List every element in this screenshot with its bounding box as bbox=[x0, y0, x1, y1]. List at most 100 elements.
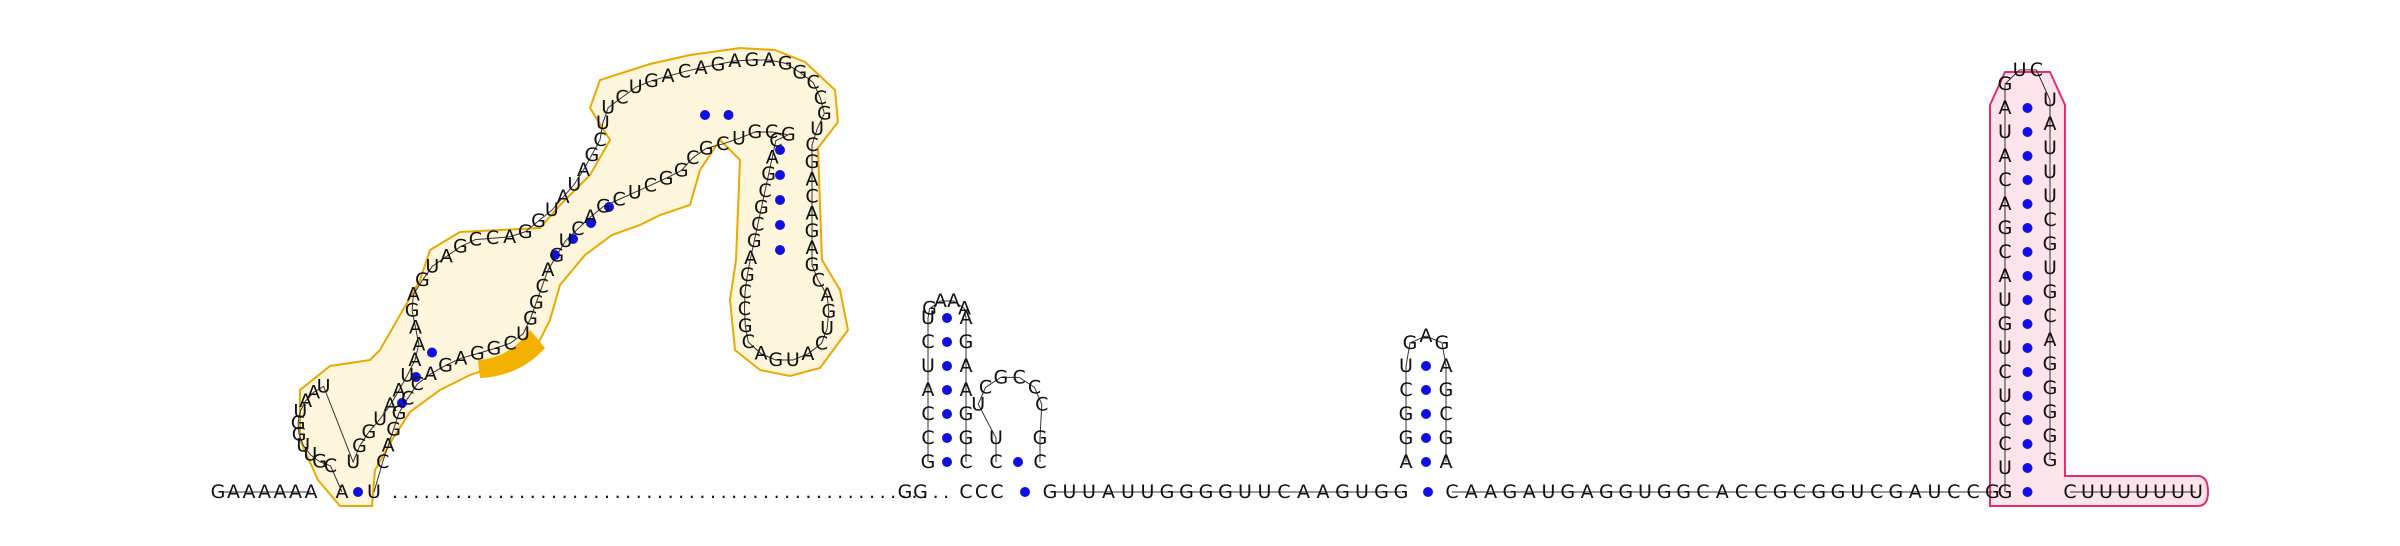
base-pair-dot bbox=[2022, 319, 2033, 329]
nucleotide-u: U bbox=[971, 393, 985, 415]
nucleotide-u: U bbox=[317, 375, 331, 397]
nucleotide-c: C bbox=[1998, 433, 2011, 455]
nucleotide-u: U bbox=[989, 427, 1003, 449]
nucleotide-u: U bbox=[732, 127, 746, 149]
nucleotide-g: G bbox=[405, 300, 420, 322]
nucleotide-g: G bbox=[740, 264, 755, 286]
nucleotide-.: . bbox=[933, 481, 939, 503]
nucleotide-g: G bbox=[2043, 233, 2058, 255]
nucleotide-c: C bbox=[2030, 59, 2043, 81]
nucleotide-g: G bbox=[754, 197, 769, 219]
nucleotide-.: . bbox=[827, 481, 833, 503]
nucleotide-a: A bbox=[1400, 451, 1413, 473]
nucleotide-g: G bbox=[738, 315, 753, 337]
nucleotide-a: A bbox=[1999, 97, 2012, 119]
nucleotide-c: C bbox=[738, 281, 751, 303]
nucleotide-g: G bbox=[711, 53, 726, 75]
nucleotide-.: . bbox=[890, 481, 896, 503]
nucleotide-u: U bbox=[628, 181, 642, 203]
nucleotide-u: U bbox=[1542, 481, 1556, 503]
nucleotide-u: U bbox=[921, 355, 935, 377]
nucleotide-a: A bbox=[1999, 145, 2012, 167]
hairpin1-backbone bbox=[927, 300, 967, 462]
nucleotide-c: C bbox=[1735, 481, 1748, 503]
nucleotide-.: . bbox=[731, 481, 737, 503]
base-pair-dot bbox=[775, 245, 785, 255]
nucleotide-a: A bbox=[821, 284, 834, 306]
nucleotide-g: G bbox=[1560, 481, 1575, 503]
nucleotide-c: C bbox=[1028, 376, 1041, 398]
nucleotide-g: G bbox=[821, 301, 836, 323]
nucleotide-u: U bbox=[2043, 161, 2057, 183]
nucleotide-g: G bbox=[1435, 332, 1450, 354]
nucleotide-a: A bbox=[934, 290, 947, 312]
nucleotide-u: U bbox=[2043, 137, 2057, 159]
domain2-backbone bbox=[2004, 69, 2051, 492]
nucleotide-g: G bbox=[386, 418, 401, 440]
nucleotide-a: A bbox=[801, 343, 814, 365]
base-pair-dot bbox=[1423, 487, 1433, 497]
nucleotide-.: . bbox=[742, 481, 748, 503]
nucleotide-c: C bbox=[615, 86, 628, 108]
nucleotide-u: U bbox=[1121, 481, 1135, 503]
nucleotide-.: . bbox=[710, 481, 716, 503]
nucleotide-c: C bbox=[1998, 361, 2011, 383]
base-pair-dot bbox=[397, 398, 407, 408]
nucleotide-g: G bbox=[486, 338, 501, 360]
nucleotide-c: C bbox=[486, 227, 499, 249]
nucleotide-.: . bbox=[922, 481, 928, 503]
nucleotide-c: C bbox=[401, 387, 414, 409]
nucleotide-c: C bbox=[769, 130, 782, 152]
nucleotide-a: A bbox=[806, 237, 819, 259]
base-pair-dot bbox=[568, 234, 578, 244]
nucleotide-g: G bbox=[549, 244, 564, 266]
base-pair-dot bbox=[942, 385, 952, 395]
nucleotide-c: C bbox=[815, 332, 828, 354]
base-pair-dot bbox=[2022, 439, 2033, 449]
nucleotide-g: G bbox=[748, 121, 763, 143]
nucleotide-.: . bbox=[604, 481, 610, 503]
nucleotide-.: . bbox=[880, 481, 886, 503]
nucleotide-g: G bbox=[523, 308, 538, 330]
nucleotide-g: G bbox=[959, 331, 974, 353]
nucleotide-.: . bbox=[403, 481, 409, 503]
nucleotide-c: C bbox=[1399, 379, 1412, 401]
nucleotide-u: U bbox=[425, 255, 439, 277]
nucleotide-a: A bbox=[1523, 481, 1536, 503]
nucleotide-g: G bbox=[898, 481, 913, 503]
nucleotide-.: . bbox=[593, 481, 599, 503]
nucleotide-g: G bbox=[2043, 425, 2058, 447]
nucleotide-u: U bbox=[820, 318, 834, 340]
nucleotide-.: . bbox=[678, 481, 684, 503]
nucleotide-c: C bbox=[921, 403, 934, 425]
nucleotide-c: C bbox=[644, 174, 657, 196]
nucleotide-g: G bbox=[921, 451, 936, 473]
nucleotide-.: . bbox=[784, 481, 790, 503]
nucleotide-a: A bbox=[1999, 193, 2012, 215]
nucleotide-g: G bbox=[805, 254, 820, 276]
base-pair-dot bbox=[2022, 415, 2033, 425]
nucleotide-c: C bbox=[1277, 481, 1290, 503]
nucleotide-c: C bbox=[593, 129, 606, 151]
nucleotide-a: A bbox=[258, 481, 271, 503]
nucleotide-a: A bbox=[1484, 481, 1497, 503]
nucleotide-u: U bbox=[810, 118, 824, 140]
nucleotide-u: U bbox=[2043, 257, 2057, 279]
nucleotide-a: A bbox=[454, 347, 467, 369]
domain2-highlight bbox=[1989, 71, 2210, 507]
nucleotide-.: . bbox=[689, 481, 695, 503]
nucleotide-.: . bbox=[943, 481, 949, 503]
nucleotide-g: G bbox=[913, 481, 928, 503]
nucleotide-u: U bbox=[2043, 89, 2057, 111]
nucleotide-g: G bbox=[1618, 481, 1633, 503]
nucleotide-.: . bbox=[572, 481, 578, 503]
hairpin2-backbone bbox=[977, 376, 1043, 462]
nucleotide-.: . bbox=[837, 481, 843, 503]
nucleotide-a: A bbox=[1297, 481, 1310, 503]
nucleotide-.: . bbox=[487, 481, 493, 503]
nucleotide-u: U bbox=[1399, 355, 1413, 377]
base-pair-dot bbox=[427, 347, 437, 358]
nucleotide-g: G bbox=[362, 421, 377, 443]
nucleotide-g: G bbox=[312, 451, 327, 473]
nucleotide-a: A bbox=[307, 381, 320, 403]
